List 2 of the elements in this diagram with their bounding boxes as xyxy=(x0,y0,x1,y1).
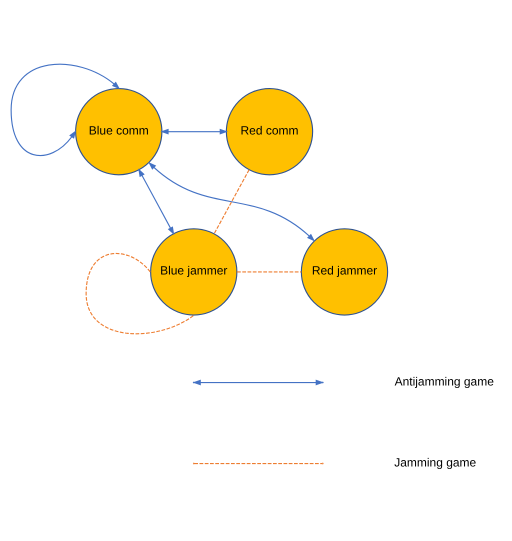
legend-label: Jamming game xyxy=(394,455,476,470)
legend-label: Antijamming game xyxy=(394,374,494,388)
